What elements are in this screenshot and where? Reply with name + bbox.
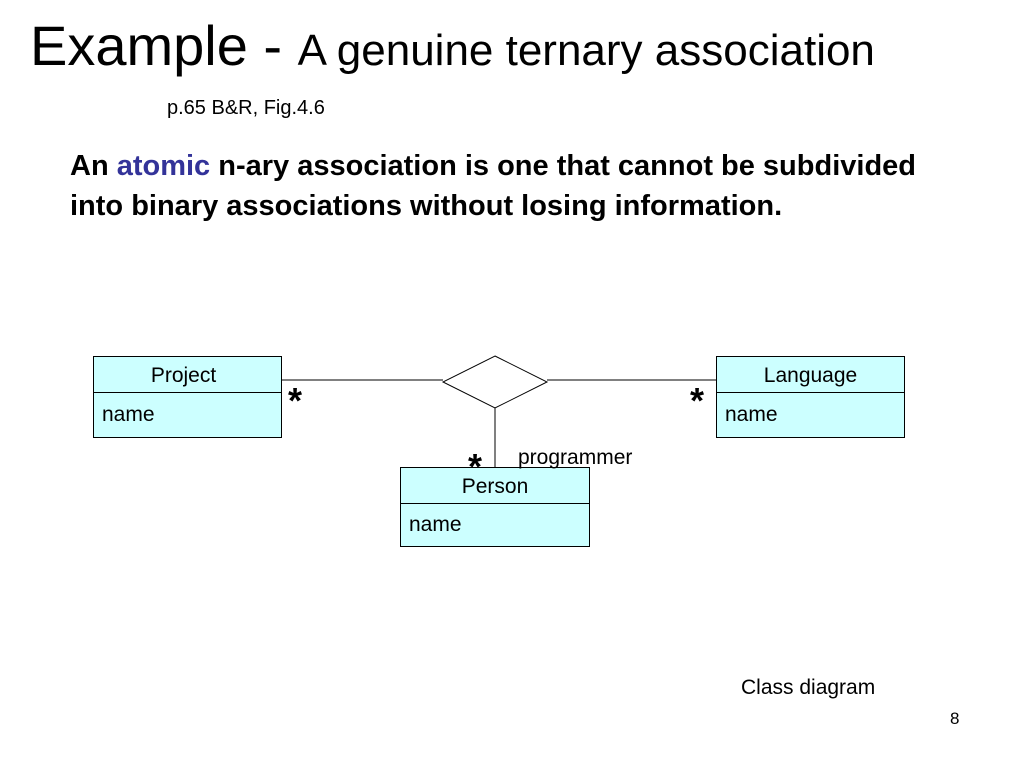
title-subtitle: A genuine ternary association [297,26,875,75]
class-person-name: Person [401,468,589,504]
class-language: Language name [716,356,905,438]
class-project-attribute: name [102,403,155,426]
class-person: Person name [400,467,590,547]
class-project: Project name [93,356,282,438]
class-person-attribute: name [409,513,462,536]
role-label-programmer: programmer [518,446,633,469]
diagram-caption: Class diagram [741,676,876,699]
class-language-name: Language [717,357,904,393]
definition-keyword: atomic [116,150,211,182]
multiplicity-language: * [690,380,705,421]
page-number: 8 [950,709,960,728]
title-main: Example - [30,14,298,77]
definition-suffix: n-ary association is one that cannot be … [70,150,917,222]
association-diamond [441,355,549,409]
reference-note: p.65 B&R, Fig.4.6 [167,97,325,119]
multiplicity-project: * [288,380,303,421]
slide-title: Example - A genuine ternary association [30,18,875,74]
multiplicity-person: * [468,446,483,487]
definition-text: An atomic n-ary association is one that … [70,146,930,226]
class-project-name: Project [94,357,281,393]
class-language-attribute: name [725,403,778,426]
definition-prefix: An [70,150,117,182]
